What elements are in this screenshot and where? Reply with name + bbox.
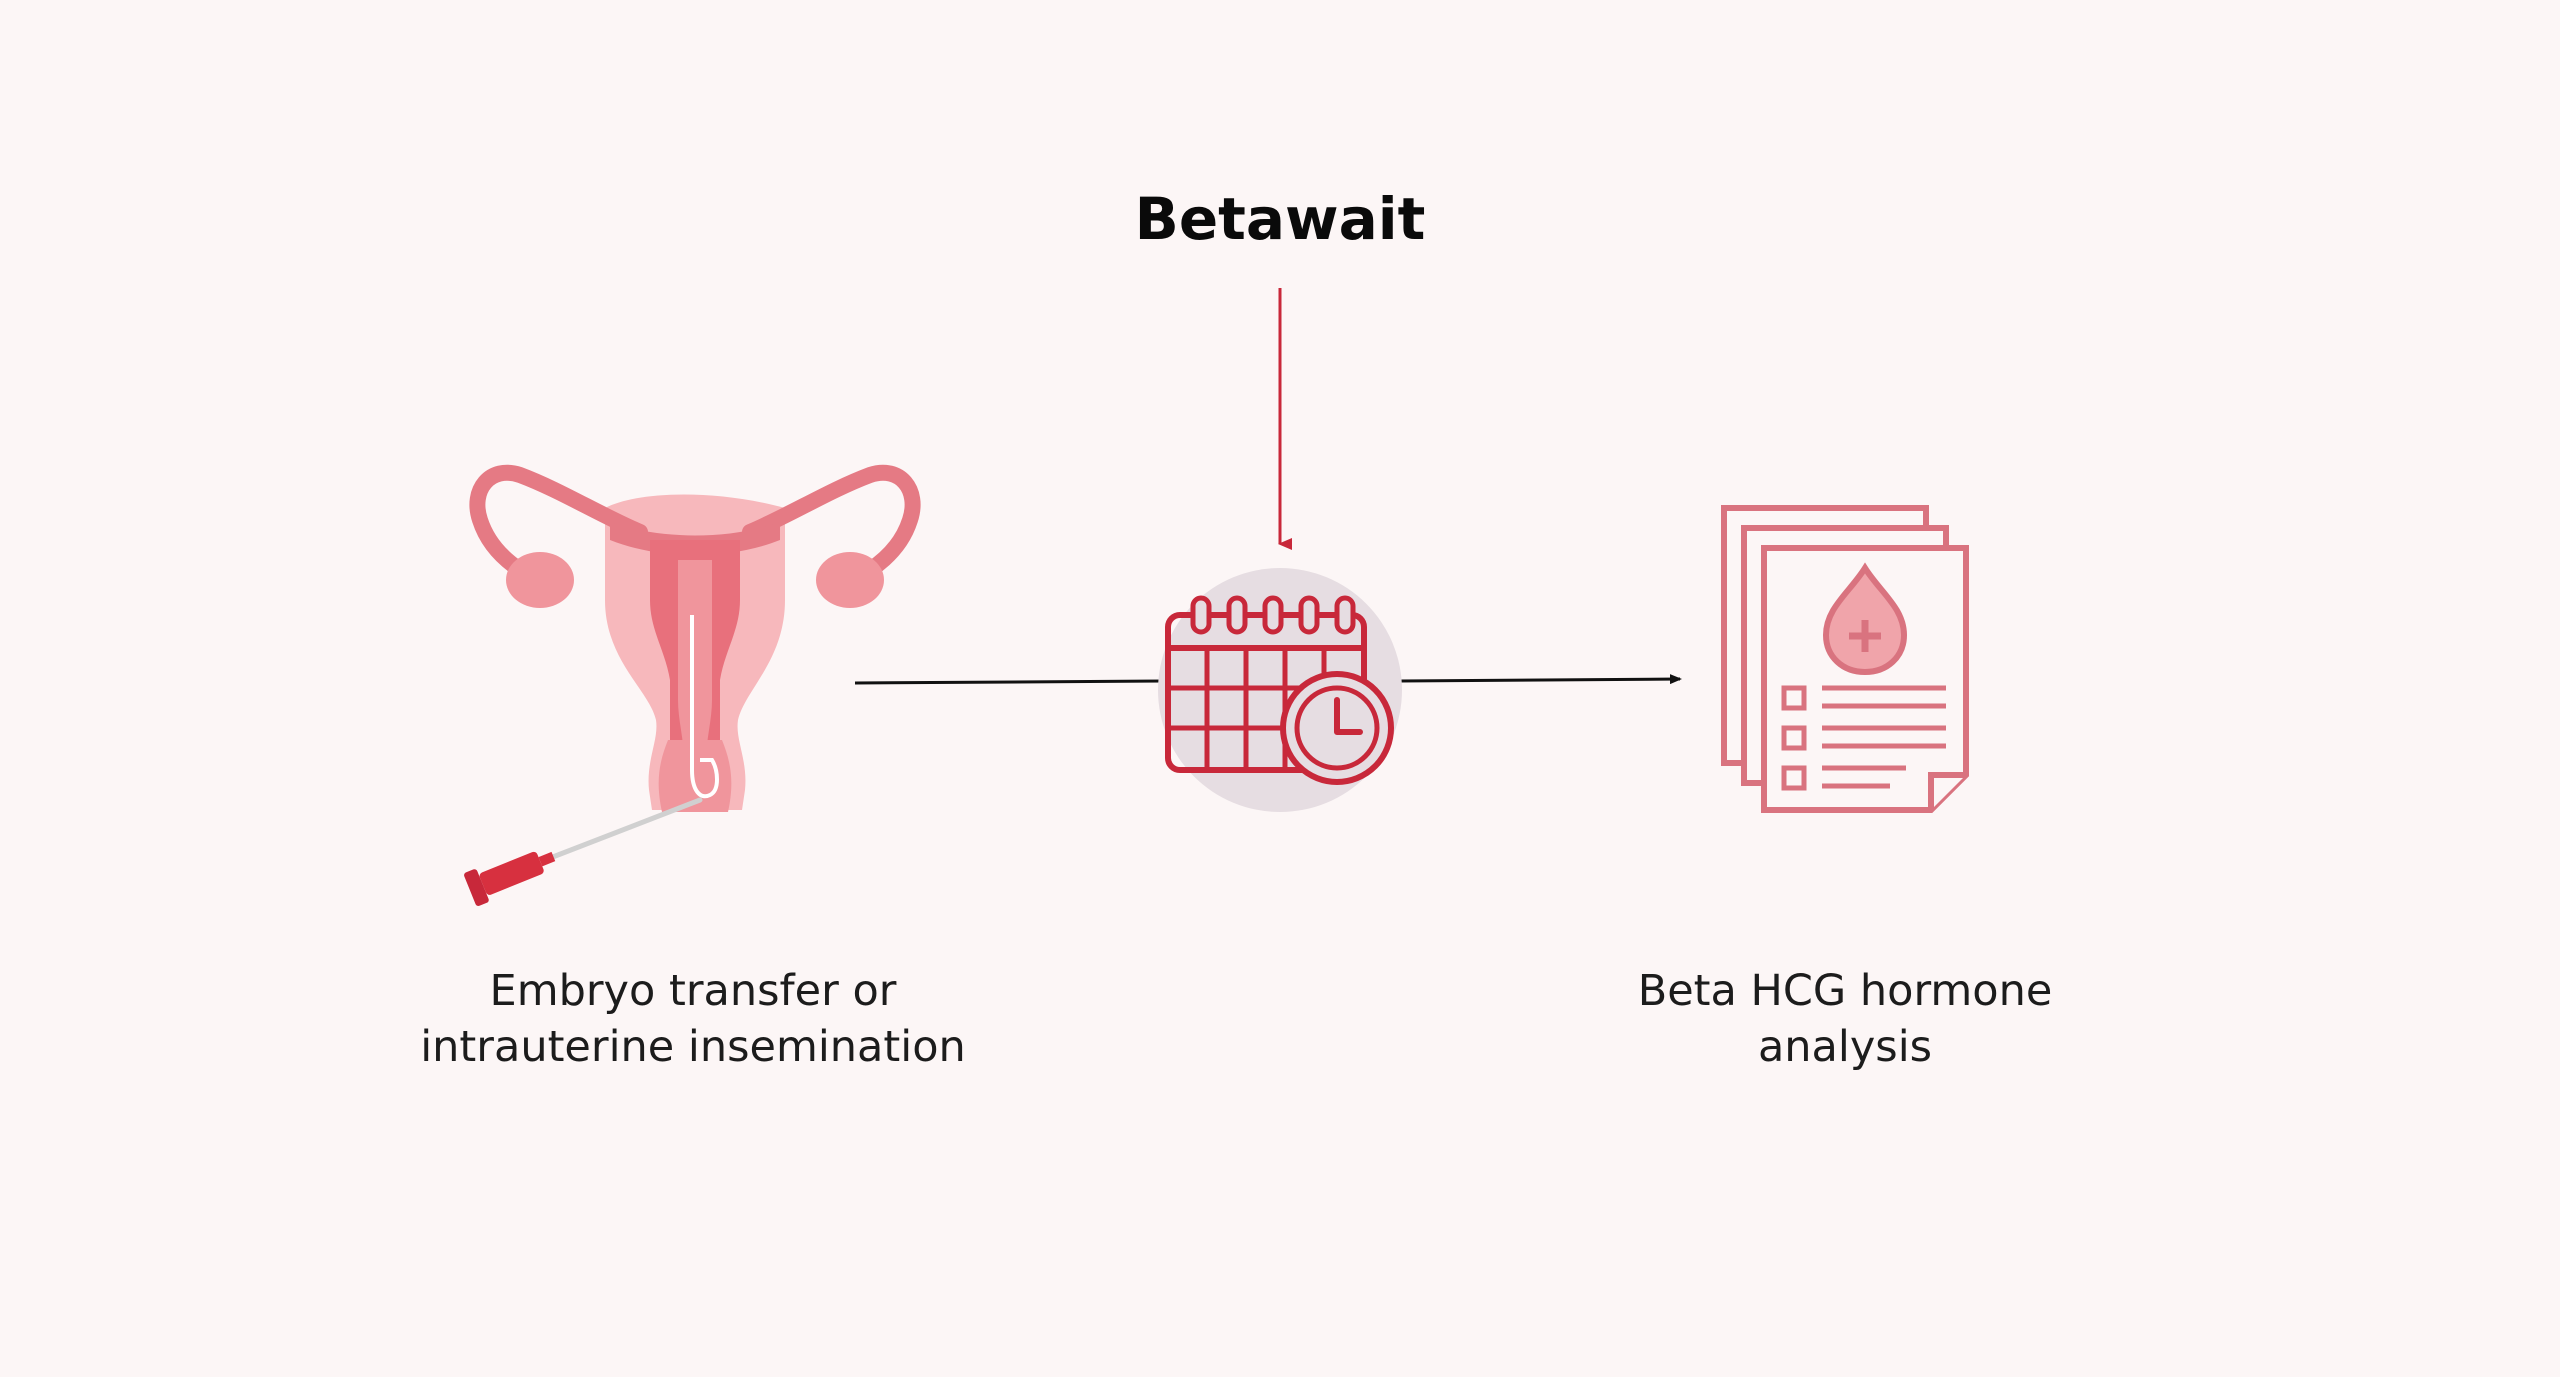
left-caption-line1: Embryo transfer or [489, 966, 897, 1016]
left-caption-line2: intrauterine insemination [420, 1022, 966, 1072]
uterus-insemination-icon [464, 464, 921, 907]
diagram-title: Betawait [1134, 185, 1426, 253]
flow-arrow-right [1399, 674, 1682, 685]
right-caption-line1: Beta HCG hormone [1637, 966, 2053, 1016]
right-step-caption: Beta HCG hormone analysis [1545, 963, 2145, 1075]
blood-test-report-icon [1721, 505, 1969, 813]
left-step-caption: Embryo transfer or intrauterine insemina… [393, 963, 993, 1075]
flow-line-left [854, 679, 1166, 685]
right-caption-line2: analysis [1757, 1022, 1933, 1072]
calendar-clock-icon [1158, 568, 1402, 812]
